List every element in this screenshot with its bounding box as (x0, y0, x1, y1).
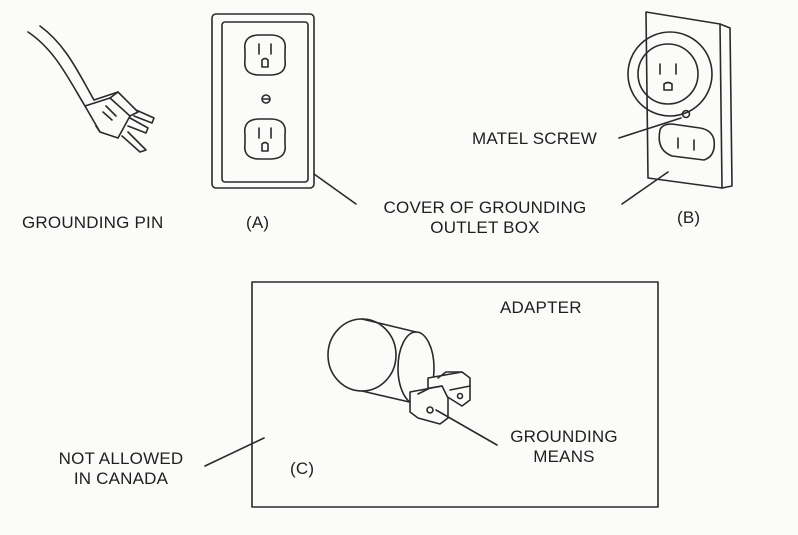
canada-leader-line (204, 437, 265, 467)
grounding-means-line1: GROUNDING (510, 427, 618, 446)
adapter-label: ADAPTER (500, 298, 582, 317)
outlet-box-leader-line (621, 171, 669, 205)
matel-screw-label: MATEL SCREW (472, 129, 597, 148)
adapter-panel-frame (251, 281, 659, 508)
adapter-icon (327, 318, 471, 425)
not-allowed-line1: NOT ALLOWED (58, 449, 184, 468)
cover-label-line2: OUTLET BOX (430, 217, 540, 237)
figure-b-label: (B) (677, 208, 701, 227)
cover-label-line1: COVER OF GROUNDING (383, 198, 587, 217)
not-allowed-line2: IN CANADA (73, 468, 169, 488)
cover-leader-line (313, 173, 357, 205)
duplex-outlet-cover-icon (211, 13, 315, 189)
screw-leader-line (618, 117, 682, 139)
figure-a-label: (A) (246, 213, 270, 232)
grounding-pin-label: GROUNDING PIN (22, 213, 164, 232)
figure-c-label: (C) (290, 459, 315, 478)
cover-of-grounding-outlet-box-label: COVER OF GROUNDING OUTLET BOX (365, 198, 605, 237)
grounding-means-leader-line (435, 409, 498, 446)
not-allowed-in-canada-label: NOT ALLOWED IN CANADA (46, 449, 196, 488)
outlet-with-adapter-icon (627, 11, 733, 189)
grounding-means-label: GROUNDING MEANS (494, 427, 634, 466)
grounding-plug-icon (27, 25, 155, 153)
grounding-means-line2: MEANS (533, 446, 595, 466)
